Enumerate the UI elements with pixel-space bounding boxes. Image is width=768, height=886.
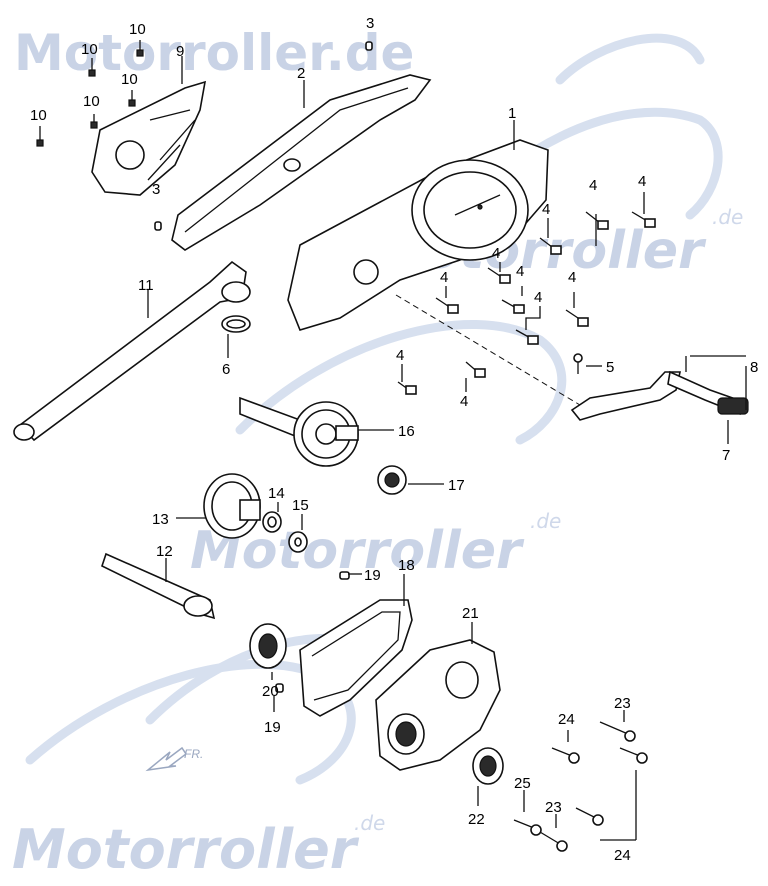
callout-4-i: 4 xyxy=(396,347,404,364)
part-12-drive-shaft xyxy=(101,552,216,620)
alignment-line xyxy=(395,294,581,406)
callout-10-b: 10 xyxy=(81,41,98,58)
part-18-gasket xyxy=(299,599,413,717)
part-14-washer xyxy=(262,511,282,533)
callout-4-h: 4 xyxy=(534,289,542,306)
pin-19-upper xyxy=(339,571,350,580)
part-7-pedal-rubber xyxy=(717,397,749,415)
callout-leaders xyxy=(147,56,747,841)
callout-3-left: 3 xyxy=(152,181,160,198)
part-13-gear xyxy=(203,473,261,539)
callout-6: 6 xyxy=(222,361,230,378)
callout-25: 25 xyxy=(514,775,531,792)
callout-4-g: 4 xyxy=(568,269,576,286)
callout-24-upper: 24 xyxy=(558,711,575,728)
callout-2: 2 xyxy=(297,65,305,82)
callout-12: 12 xyxy=(156,543,173,560)
callout-14: 14 xyxy=(268,485,285,502)
callout-4-e: 4 xyxy=(516,263,524,280)
callout-10-d: 10 xyxy=(83,93,100,110)
part-22-oil-seal xyxy=(472,747,504,785)
watermark-top: Motorroller.de xyxy=(14,24,414,82)
part-11-air-duct xyxy=(13,260,251,442)
part-20-bearing xyxy=(249,623,287,669)
watermark-suffix-middle: .de xyxy=(530,509,561,533)
callout-4-d: 4 xyxy=(492,245,500,262)
callout-4-a: 4 xyxy=(589,177,597,194)
callout-11: 11 xyxy=(138,277,154,294)
bolt-4-group xyxy=(397,211,656,395)
callout-5: 5 xyxy=(606,359,614,376)
callout-21: 21 xyxy=(462,605,479,622)
callout-4-j: 4 xyxy=(460,393,468,410)
callout-23-lower: 23 xyxy=(545,799,562,816)
pin-3-group xyxy=(154,41,373,231)
part-21-gearbox-cover xyxy=(375,639,501,771)
front-direction-label: FR. xyxy=(184,747,203,761)
part-2-gasket xyxy=(171,74,432,251)
callout-10-a: 10 xyxy=(129,21,146,38)
part-15-washer xyxy=(288,531,308,553)
front-direction-arrow: FR. xyxy=(145,746,203,772)
callout-19-lower: 19 xyxy=(264,719,281,736)
part-8-kick-lever xyxy=(570,370,749,421)
bolt-5 xyxy=(573,353,583,374)
callout-7: 7 xyxy=(722,447,730,464)
callout-22: 22 xyxy=(468,811,485,828)
callout-1: 1 xyxy=(508,105,516,122)
callout-24-lower: 24 xyxy=(614,847,631,864)
part-6-hose-clamp xyxy=(221,315,251,333)
watermark-suffix-bottom: .de xyxy=(354,811,385,835)
callout-10-e: 10 xyxy=(30,107,47,124)
part-9-plate xyxy=(91,80,207,196)
callout-16: 16 xyxy=(398,423,415,440)
callout-20: 20 xyxy=(262,683,279,700)
callout-8: 8 xyxy=(750,359,758,376)
callout-10-c: 10 xyxy=(121,71,138,88)
screw-10-group xyxy=(36,40,144,147)
part-1-crankcase-cover xyxy=(287,139,549,331)
callout-17: 17 xyxy=(448,477,465,494)
callout-9: 9 xyxy=(176,43,184,60)
bolt-23-24-25-group xyxy=(513,721,648,852)
watermark-bottom: Motorroller xyxy=(12,818,360,881)
part-16-gear-shaft xyxy=(239,396,359,467)
callout-19-upper: 19 xyxy=(364,567,381,584)
callout-15: 15 xyxy=(292,497,309,514)
callout-23-upper: 23 xyxy=(614,695,631,712)
watermark-suffix-upper: .de xyxy=(712,205,743,229)
callout-labels: 1 2 3 3 4 4 4 4 4 4 4 4 4 4 5 6 7 8 9 10… xyxy=(30,15,758,864)
callout-18: 18 xyxy=(398,557,415,574)
callout-4-c: 4 xyxy=(542,201,550,218)
callout-3-top: 3 xyxy=(366,15,374,32)
callout-4-b: 4 xyxy=(638,173,646,190)
part-17-bearing xyxy=(377,465,407,495)
callout-4-f: 4 xyxy=(440,269,448,286)
callout-13: 13 xyxy=(152,511,169,528)
pin-19-lower xyxy=(275,683,284,693)
